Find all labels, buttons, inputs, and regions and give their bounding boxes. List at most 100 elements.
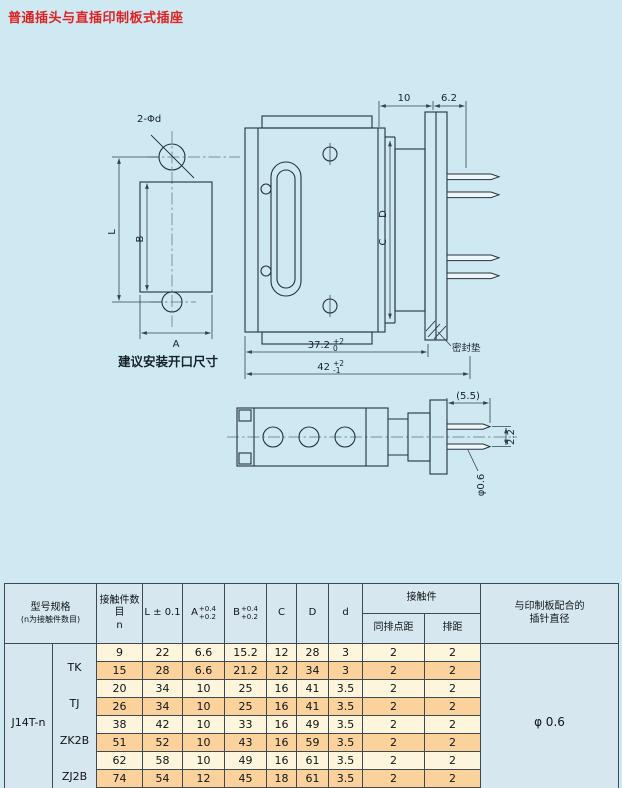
gasket-label: 密封垫	[452, 342, 481, 354]
header-model-spec: 型号规格 (n为接触件数目)	[4, 583, 97, 644]
cell: 28	[296, 643, 329, 662]
cell: 34	[142, 697, 183, 716]
header-C: C	[266, 583, 297, 644]
header-contact-count: 接触件数目 n	[96, 583, 143, 644]
cell: 52	[142, 733, 183, 752]
cell: 16	[266, 697, 297, 716]
cell: 3.5	[328, 769, 363, 788]
cell: 3	[328, 643, 363, 662]
cell: 2	[362, 715, 425, 734]
top-view-hole-1	[262, 426, 284, 448]
cell: 2	[424, 679, 481, 698]
cell: 2	[424, 733, 481, 752]
cell: 16	[266, 733, 297, 752]
header-contacts-group: 接触件	[362, 583, 481, 614]
centerlines	[147, 131, 240, 327]
top-view-hole-3	[334, 426, 356, 448]
hole-callout: 2-Φd	[137, 114, 161, 125]
header-row-2: 同排点距 排距	[5, 613, 619, 644]
panel-top	[429, 399, 448, 475]
cell: 34	[296, 661, 329, 680]
variant-label: ZJ2B	[61, 770, 88, 784]
cell: 3	[328, 661, 363, 680]
rivet-top	[260, 183, 272, 195]
dim-37-2-tol-upper: +2	[333, 337, 344, 346]
cell: 22	[142, 643, 183, 662]
gasket-hatch	[425, 320, 447, 340]
cell: 2	[424, 697, 481, 716]
cell: 33	[224, 715, 267, 734]
cell: 26	[96, 697, 143, 716]
dim-label-L: L	[107, 229, 118, 235]
cell: 34	[142, 679, 183, 698]
cell: 25	[224, 679, 267, 698]
side-view: 10 6.2 D C 37.2 +2 0 42 +2 -1 密封垫	[244, 93, 501, 379]
cell: 9	[96, 643, 143, 662]
cell: 3.5	[328, 697, 363, 716]
cell: 2	[362, 733, 425, 752]
dim-label-C: C	[378, 238, 389, 245]
plug-top-step	[261, 115, 373, 129]
hole-leader-line	[150, 134, 195, 179]
cell: 3.5	[328, 751, 363, 770]
cell: 12	[182, 769, 225, 788]
contact-pins-top	[446, 423, 492, 450]
cell: 12	[266, 661, 297, 680]
cell: 2	[362, 697, 425, 716]
cell: 3.5	[328, 679, 363, 698]
plug-body	[244, 127, 386, 333]
variant-label: TK	[67, 660, 82, 674]
dim-label-6-2: 6.2	[441, 93, 457, 104]
top-view-notch-upper	[238, 409, 252, 422]
cell: 49	[296, 715, 329, 734]
cell: 15.2	[224, 643, 267, 662]
cell: 42	[142, 715, 183, 734]
cell: 6.6	[182, 661, 225, 680]
cell: 2	[362, 661, 425, 680]
cell: 2	[362, 643, 425, 662]
cell: 20	[96, 679, 143, 698]
cell: 2	[362, 751, 425, 770]
opening-caption: 建议安装开口尺寸	[118, 354, 219, 369]
pin-diameter-cell: φ 0.6	[480, 643, 619, 788]
table-row: 20 34 10 25 16 41 3.5 2 2	[5, 679, 619, 698]
dim-label-2-2: 2.2	[506, 429, 517, 445]
cell: 51	[96, 733, 143, 752]
cell: 49	[224, 751, 267, 770]
table-row: 15 28 6.6 21.2 12 34 3 2 2	[5, 661, 619, 680]
header-A: A+0.4+0.2	[182, 583, 225, 644]
cell: 16	[266, 751, 297, 770]
cell: 62	[96, 751, 143, 770]
cell: 3.5	[328, 715, 363, 734]
dim-label-D: D	[378, 210, 389, 218]
table-row: J14T-n TK TJ ZK2B ZJ2B 9 22 6.6 15.2 12 …	[4, 643, 619, 788]
dim-42-tol-upper: +2	[333, 359, 344, 368]
cell: 2	[362, 679, 425, 698]
cell: 18	[266, 769, 297, 788]
header-D: D	[296, 583, 329, 644]
top-view-hole-2	[298, 426, 320, 448]
header-same-row-pitch: 同排点距	[362, 613, 425, 644]
header-row-pitch: 排距	[424, 613, 481, 644]
dim-label-5-5: (5.5)	[456, 391, 480, 402]
cell: 54	[142, 769, 183, 788]
left-dimension-lines	[112, 156, 213, 339]
cell: 45	[224, 769, 267, 788]
contact-pins	[446, 173, 501, 280]
cell: 43	[224, 733, 267, 752]
header-d: d	[328, 583, 363, 644]
cell: 38	[96, 715, 143, 734]
cell: 41	[296, 697, 329, 716]
dim-37-2-tol-lower: 0	[333, 344, 338, 353]
cell: 12	[266, 643, 297, 662]
dim-label-37-2: 37.2	[308, 340, 330, 351]
dim-label-42: 42	[317, 362, 330, 373]
header-pcb-pin-diameter: 与印制板配合的 插针直径	[480, 583, 619, 644]
cell: 61	[296, 751, 329, 770]
cell: 10	[182, 733, 225, 752]
header-L: L ± 0.1	[142, 583, 183, 644]
cell: 21.2	[224, 661, 267, 680]
cell: 16	[266, 679, 297, 698]
table-row: 38 42 10 33 16 49 3.5 2 2	[5, 715, 619, 734]
